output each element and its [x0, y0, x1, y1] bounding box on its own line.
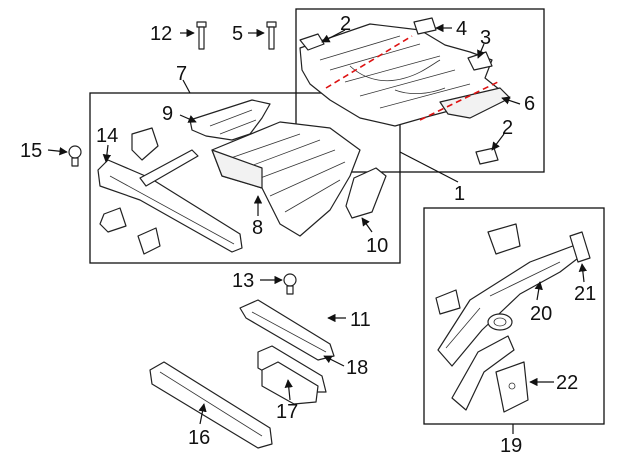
small-brackets — [99, 127, 199, 255]
bolt-part-4 — [266, 21, 277, 50]
callout-2-bottom: 2 — [502, 117, 513, 139]
bolt-part-15 — [68, 145, 82, 167]
grommet-part — [487, 313, 513, 331]
callout-19: 19 — [500, 435, 522, 457]
callout-2-top: 2 — [340, 13, 351, 35]
callout-1: 1 — [454, 183, 465, 205]
group-box-rail-assembly — [423, 207, 605, 425]
callout-5: 4 — [456, 18, 467, 40]
rail-part-20 — [437, 243, 587, 367]
callout-10: 10 — [366, 235, 388, 257]
callout-21: 21 — [574, 283, 596, 305]
reinforcement-part-12 — [239, 299, 335, 361]
callout-7: 7 — [176, 63, 187, 85]
crossmember-part-14 — [97, 159, 243, 253]
callout-3: 3 — [480, 27, 491, 49]
group-box-rear-floor — [89, 92, 401, 264]
bolt-part-11 — [196, 21, 207, 50]
bracket-part-rail-top — [487, 223, 521, 255]
bracket-part-10 — [345, 167, 387, 219]
callout-6: 6 — [524, 93, 535, 115]
floor-part-8 — [211, 121, 361, 237]
callout-17: 17 — [276, 401, 298, 423]
bracket-part-2-top — [299, 33, 325, 51]
callout-14: 14 — [96, 125, 118, 147]
rail-extension-part — [451, 335, 515, 411]
callout-11: 12 — [150, 23, 172, 45]
bracket-part-lower-left — [435, 289, 461, 315]
bracket-part-21 — [569, 231, 591, 263]
plate-part-22 — [495, 361, 529, 413]
callout-12: 11 — [350, 309, 371, 331]
floor-pan-part — [299, 23, 511, 127]
crossmember-part-16 — [149, 361, 273, 449]
bracket-part-2-bottom — [475, 147, 499, 165]
leader-lines — [47, 23, 588, 434]
group-box-floor-pan — [295, 8, 545, 173]
callout-18: 18 — [346, 357, 368, 379]
callout-13: 13 — [232, 270, 254, 292]
callout-4: 5 — [232, 23, 243, 45]
bolt-part-13 — [283, 273, 297, 295]
callout-20: 20 — [530, 303, 552, 325]
callout-15: 15 — [20, 140, 42, 162]
callout-16: 16 — [188, 427, 210, 449]
callout-8: 8 — [252, 217, 263, 239]
bracket-part-5 — [413, 17, 437, 35]
callout-22: 22 — [556, 372, 578, 394]
callout-9: 9 — [162, 103, 173, 125]
